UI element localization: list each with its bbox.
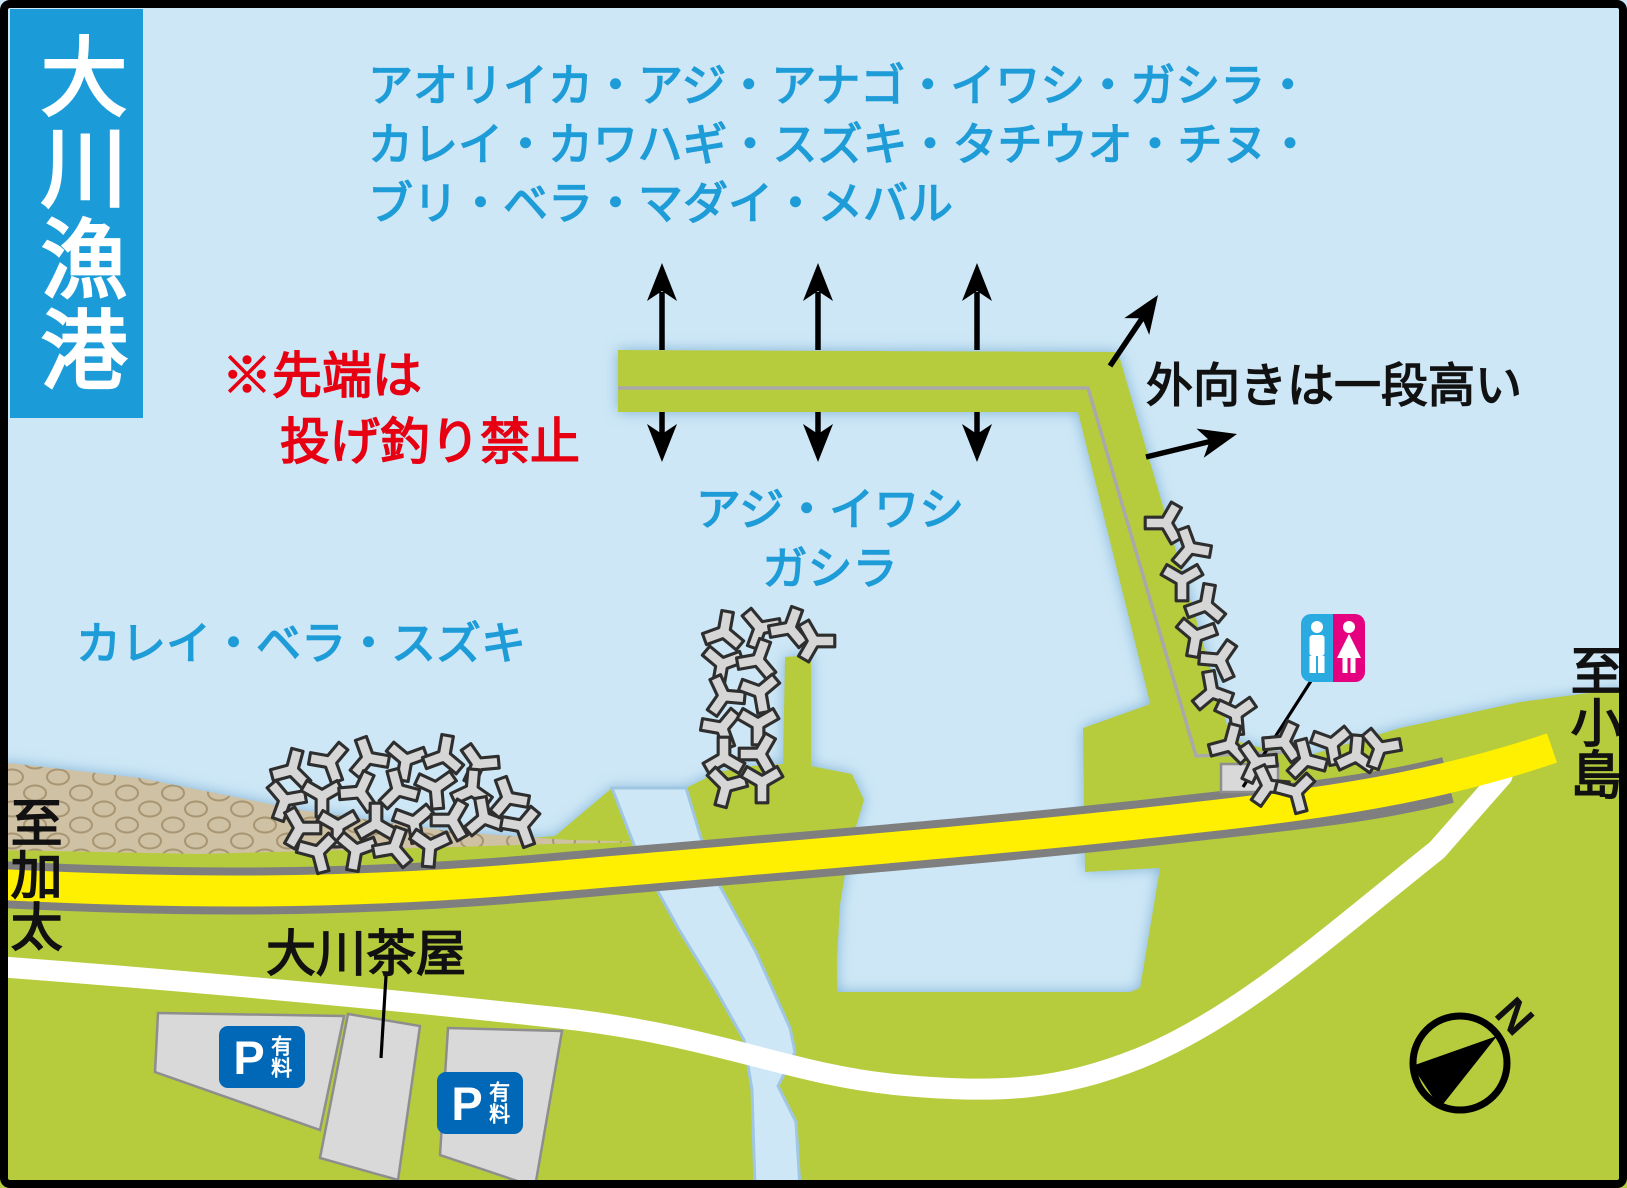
back-road [0, 765, 1513, 1100]
parking-p-glyph: P [451, 1076, 483, 1130]
fish-list-offshore: アオリイカ・アジ・アナゴ・イワシ・ガシラ・ カレイ・カワハギ・スズキ・タチウオ・… [368, 60, 1313, 229]
parking-fee-label: 有料 [486, 1081, 510, 1125]
pebble-beach [0, 762, 648, 854]
compass [1409, 1012, 1511, 1114]
restroom-male-icon [1301, 614, 1333, 682]
outer-side-note: 外向きは一段高い [1146, 359, 1522, 412]
warning-line2: 投げ釣り禁止 [280, 414, 580, 470]
map-title: 大川漁港 [28, 31, 125, 396]
paid-parking-icon-east: P 有料 [437, 1072, 523, 1134]
parking-fee-label: 有料 [268, 1035, 292, 1079]
fish-list-harbor: アジ・イワシ ガシラ [695, 484, 965, 594]
casting-arrows [647, 263, 992, 462]
direction-east: 至小島 [1562, 644, 1621, 800]
teahouse-label: 大川茶屋 [266, 926, 466, 982]
fish-list-shore: カレイ・ベラ・スズキ [76, 618, 527, 669]
breakwater-pier [618, 350, 1243, 792]
restroom-icon [1301, 614, 1365, 682]
parking-p-glyph: P [233, 1030, 265, 1084]
main-road [0, 733, 1557, 907]
restroom-female-icon [1333, 614, 1365, 682]
warning-line1: ※先端は [222, 348, 422, 404]
paid-parking-icon-west: P 有料 [219, 1026, 305, 1088]
compass-needle [1412, 1036, 1497, 1108]
teahouse-leader-line [379, 975, 388, 1059]
direction-west: 至加太 [2, 796, 61, 952]
map-title-box: 大川漁港 [10, 9, 143, 418]
outer-side-arrows [1107, 295, 1237, 460]
